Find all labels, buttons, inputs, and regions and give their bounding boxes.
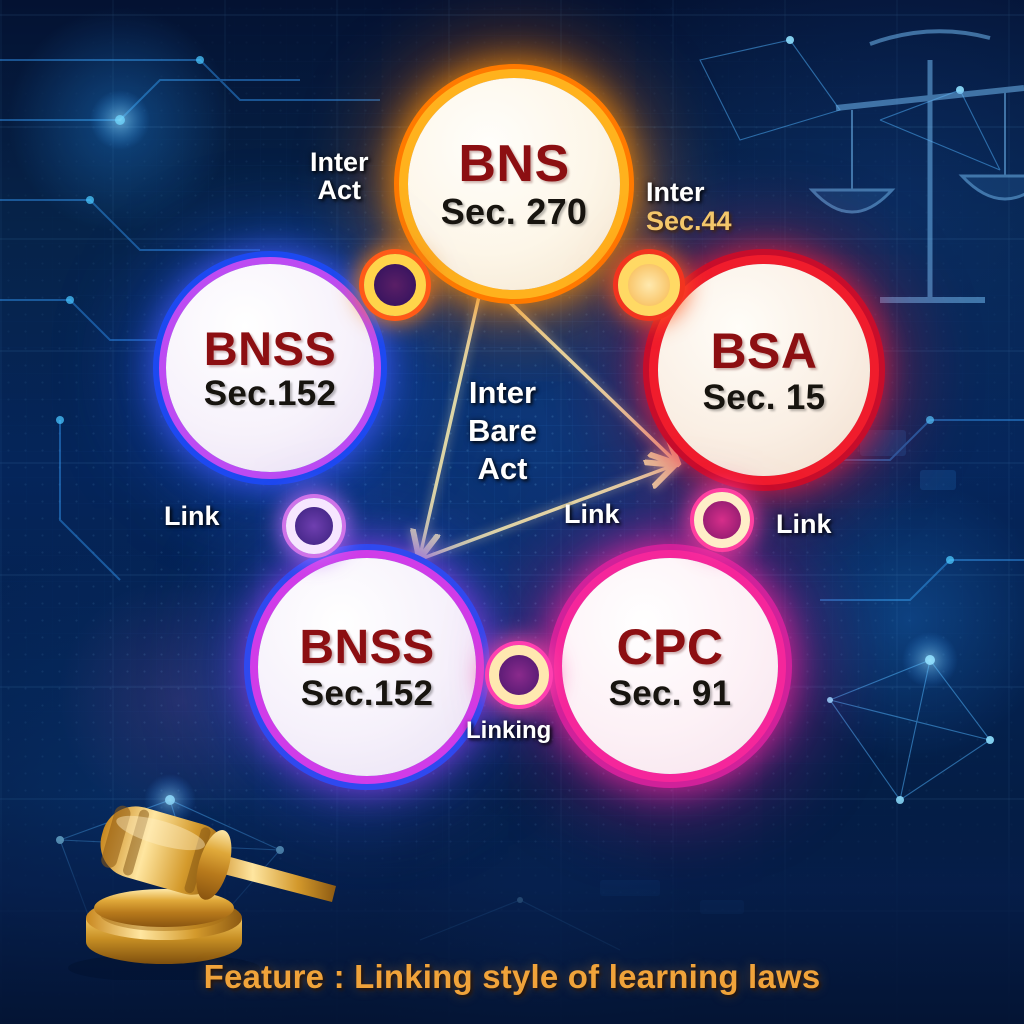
label-link-right: Link	[776, 509, 832, 539]
node-bnss-bottom-abbr: BNSS	[299, 620, 435, 674]
label-sec44: Sec.44	[646, 205, 732, 236]
connector-ring-bnss-link[interactable]	[286, 498, 342, 554]
label-inter-sec44: Inter Sec.44	[646, 150, 732, 235]
node-cpc-abbr: CPC	[616, 618, 724, 675]
node-cpc[interactable]: CPC Sec. 91	[562, 558, 778, 774]
connector-ring-bns-bsa[interactable]	[618, 254, 680, 316]
node-bnss-bottom-section: Sec.152	[300, 673, 434, 713]
label-linking: Linking	[466, 717, 552, 744]
node-bnss-left-text: BNSS Sec.152	[204, 325, 337, 411]
label-inter-word: Inter	[646, 177, 705, 208]
connector-ring-bnss-bns[interactable]	[364, 254, 426, 316]
label-inter-act: Inter Act	[310, 147, 369, 206]
caption-text: Feature : Linking style of learning laws	[203, 958, 821, 995]
node-bns-section: Sec. 270	[440, 191, 588, 232]
node-bns-abbr: BNS	[458, 135, 570, 193]
gavel-icon	[68, 805, 336, 980]
inter-bare-act-arrows	[418, 290, 676, 560]
node-cpc-text: CPC Sec. 91	[609, 622, 732, 711]
label-link-left: Link	[164, 501, 220, 531]
connector-ring-bottom-linking[interactable]	[489, 645, 549, 705]
node-bns-text: BNS Sec. 270	[441, 138, 588, 230]
scales-of-justice-icon	[808, 29, 1024, 303]
node-bnss-bottom-text: BNSS Sec.152	[299, 620, 435, 713]
node-bnss-left-section: Sec.152	[203, 374, 337, 413]
label-inter-bare-act: Inter Bare Act	[468, 375, 537, 486]
node-bnss-left[interactable]: BNSS Sec.152	[166, 264, 374, 472]
connector-ring-bsa-link[interactable]	[694, 492, 750, 548]
node-bnss-bottom[interactable]: BNSS Sec.152	[258, 558, 476, 776]
node-bns[interactable]: BNS Sec. 270	[408, 78, 620, 290]
node-bnss-left-abbr: BNSS	[203, 322, 337, 375]
node-bsa-text: BSA Sec. 15	[703, 326, 826, 415]
node-bsa-abbr: BSA	[710, 322, 818, 379]
node-bsa[interactable]: BSA Sec. 15	[658, 264, 870, 476]
label-link-mid: Link	[564, 499, 620, 529]
node-cpc-section: Sec. 91	[608, 673, 732, 713]
node-bsa-section: Sec. 15	[702, 377, 826, 417]
